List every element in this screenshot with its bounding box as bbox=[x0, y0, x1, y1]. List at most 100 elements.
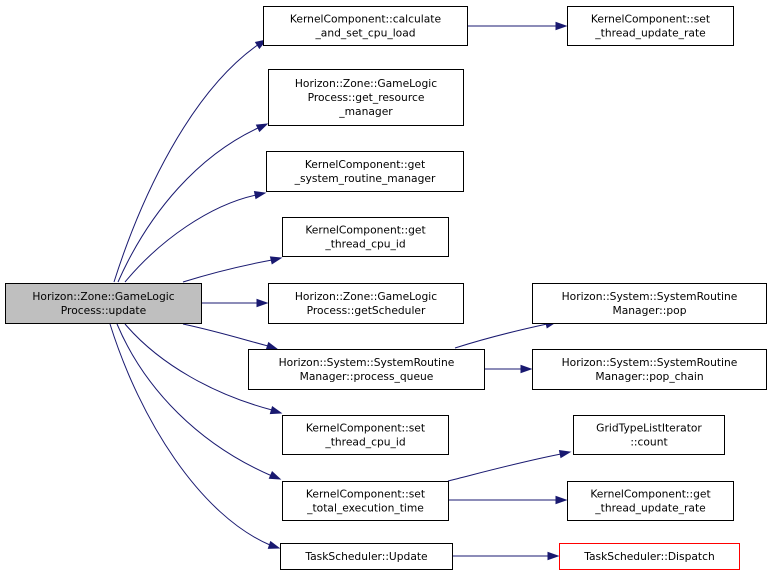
edge-root-to-get_srm bbox=[124, 191, 267, 283]
node-box bbox=[567, 481, 734, 521]
arrowhead bbox=[269, 256, 283, 265]
edge-line bbox=[113, 41, 263, 283]
edge-ts_update-to-ts_dispatch bbox=[452, 551, 560, 561]
edge-line bbox=[182, 259, 273, 283]
edge-set_total-to-get_rate bbox=[448, 495, 568, 505]
edge-root-to-get_res bbox=[117, 123, 269, 283]
node-label-line: _thread_cpu_id bbox=[324, 238, 405, 251]
edge-line bbox=[124, 323, 273, 411]
arrowhead bbox=[520, 364, 533, 374]
edge-calc_cpu-to-set_rate bbox=[467, 21, 568, 31]
edge-line bbox=[124, 194, 257, 283]
arrowhead bbox=[265, 341, 279, 350]
node-label-line: Horizon::Zone::GameLogic bbox=[295, 77, 437, 90]
edge-proc_queue-to-pop bbox=[454, 320, 558, 349]
node-pop-chain[interactable]: Horizon::System::SystemRoutineManager::p… bbox=[532, 349, 767, 390]
node-box bbox=[573, 415, 725, 455]
node-label-line: Process::update bbox=[61, 304, 146, 317]
node-label-line: Horizon::Zone::GameLogic bbox=[32, 290, 174, 303]
arrowhead bbox=[255, 123, 269, 133]
node-ts-dispatch[interactable]: TaskScheduler::Dispatch bbox=[559, 543, 740, 570]
node-label-line: _total_execution_time bbox=[306, 502, 424, 515]
arrowhead bbox=[269, 405, 283, 415]
node-label-line: _thread_cpu_id bbox=[324, 436, 405, 449]
node-get-sched[interactable]: Horizon::Zone::GameLogicProcess::getSche… bbox=[268, 283, 464, 324]
edge-line bbox=[447, 453, 562, 482]
edge-set_total-to-grid_count bbox=[447, 450, 572, 482]
node-label-line: _thread_update_rate bbox=[594, 27, 705, 40]
node-box bbox=[280, 543, 453, 570]
node-set-cpu-id[interactable]: KernelComponent::set_thread_cpu_id bbox=[282, 415, 449, 455]
node-label-line: TaskScheduler::Update bbox=[304, 550, 427, 563]
edge-line bbox=[454, 323, 548, 349]
node-label-line: ::count bbox=[630, 436, 667, 449]
node-box bbox=[567, 6, 734, 46]
node-set-total[interactable]: KernelComponent::set_total_execution_tim… bbox=[282, 481, 449, 521]
arrowhead bbox=[555, 495, 568, 505]
arrowhead bbox=[268, 471, 282, 480]
node-label-line: Process::getScheduler bbox=[307, 304, 426, 317]
node-label-line: KernelComponent::get bbox=[305, 158, 425, 171]
arrowhead bbox=[253, 191, 267, 200]
edge-root-to-set_cpu_id bbox=[124, 323, 283, 415]
node-label-line: KernelComponent::get bbox=[305, 224, 425, 237]
node-label-line: _manager bbox=[338, 105, 393, 118]
node-label-line: _and_set_cpu_load bbox=[314, 27, 415, 40]
node-label-line: KernelComponent::set bbox=[591, 13, 710, 26]
edge-line bbox=[182, 323, 269, 347]
node-box bbox=[5, 283, 202, 324]
node-label-line: Manager::process_queue bbox=[300, 370, 434, 383]
edge-root-to-ts_update bbox=[109, 323, 281, 549]
node-box bbox=[532, 349, 767, 390]
node-label-line: _thread_update_rate bbox=[594, 502, 705, 515]
node-label-line: _system_routine_manager bbox=[294, 172, 436, 185]
node-grid-count[interactable]: GridTypeListIterator::count bbox=[573, 415, 725, 455]
node-get-srm[interactable]: KernelComponent::get_system_routine_mana… bbox=[266, 151, 464, 192]
node-get-cpu-id[interactable]: KernelComponent::get_thread_cpu_id bbox=[282, 217, 449, 257]
node-box bbox=[248, 349, 485, 390]
edge-root-to-proc_queue bbox=[182, 323, 279, 350]
node-label-line: KernelComponent::get bbox=[590, 488, 710, 501]
arrowhead bbox=[555, 21, 568, 31]
node-box bbox=[266, 151, 464, 192]
node-proc-queue[interactable]: Horizon::System::SystemRoutineManager::p… bbox=[248, 349, 485, 390]
node-label-line: Horizon::Zone::GameLogic bbox=[295, 290, 437, 303]
node-box bbox=[282, 217, 449, 257]
node-calc-cpu[interactable]: KernelComponent::calculate_and_set_cpu_l… bbox=[263, 6, 468, 46]
node-label-line: Horizon::System::SystemRoutine bbox=[562, 290, 738, 303]
node-box bbox=[263, 6, 468, 46]
node-label-line: GridTypeListIterator bbox=[596, 422, 702, 435]
node-pop[interactable]: Horizon::System::SystemRoutineManager::p… bbox=[532, 283, 767, 324]
node-ts-update[interactable]: TaskScheduler::Update bbox=[280, 543, 453, 570]
edge-line bbox=[109, 323, 271, 546]
node-box bbox=[282, 415, 449, 455]
node-label-line: Process::get_resource bbox=[308, 91, 425, 104]
node-label-line: KernelComponent::set bbox=[306, 422, 425, 435]
edge-root-to-set_total bbox=[116, 323, 282, 480]
edge-proc_queue-to-pop_chain bbox=[484, 364, 533, 374]
node-set-rate[interactable]: KernelComponent::set_thread_update_rate bbox=[567, 6, 734, 46]
node-get-rate[interactable]: KernelComponent::get_thread_update_rate bbox=[567, 481, 734, 521]
edge-root-to-get_sched bbox=[201, 298, 269, 308]
node-label-line: Horizon::System::SystemRoutine bbox=[562, 356, 738, 369]
edge-line bbox=[117, 127, 259, 283]
arrowhead bbox=[547, 551, 560, 561]
node-label-line: KernelComponent::set bbox=[306, 488, 425, 501]
node-get-res[interactable]: Horizon::Zone::GameLogicProcess::get_res… bbox=[268, 69, 464, 126]
arrowhead bbox=[267, 540, 281, 549]
node-box bbox=[532, 283, 767, 324]
node-label-line: Manager::pop bbox=[613, 304, 687, 317]
node-label-line: Horizon::System::SystemRoutine bbox=[279, 356, 455, 369]
node-label-line: TaskScheduler::Dispatch bbox=[583, 550, 715, 563]
node-box bbox=[559, 543, 740, 570]
node-box bbox=[268, 69, 464, 126]
node-label-line: KernelComponent::calculate bbox=[290, 13, 441, 26]
arrowhead bbox=[256, 298, 269, 308]
node-box bbox=[268, 283, 464, 324]
node-box bbox=[282, 481, 449, 521]
edge-root-to-get_cpu_id bbox=[182, 256, 283, 283]
arrowhead bbox=[558, 450, 572, 459]
edge-line bbox=[116, 323, 273, 477]
